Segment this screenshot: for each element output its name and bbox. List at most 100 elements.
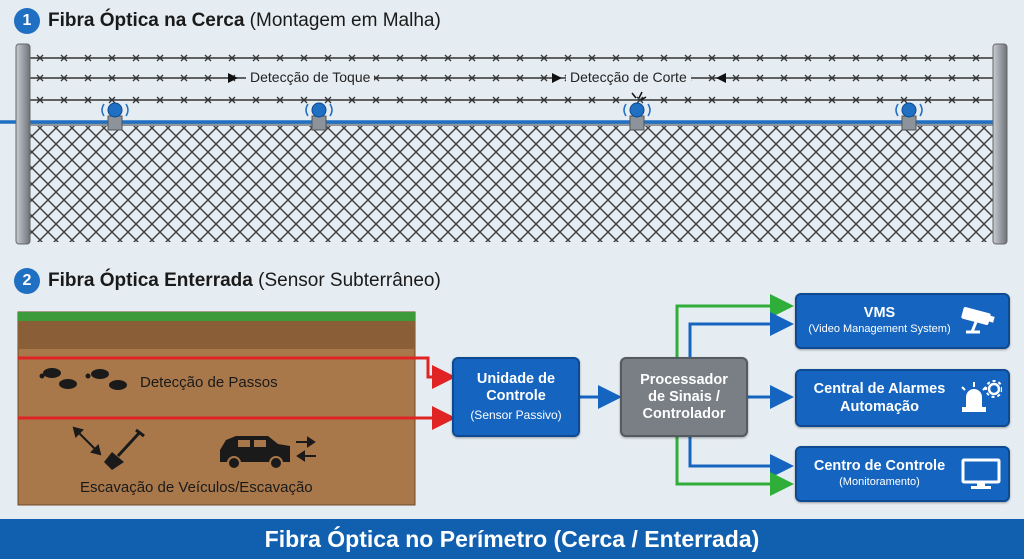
barb — [756, 96, 764, 104]
barb — [804, 96, 812, 104]
barb — [540, 74, 548, 82]
barb — [804, 74, 812, 82]
barb — [876, 96, 884, 104]
section2-title-rest: (Sensor Subterrâneo) — [252, 270, 441, 291]
barb — [900, 54, 908, 62]
barb — [564, 54, 572, 62]
alarm-siren-icon — [961, 380, 1002, 412]
barb — [180, 54, 188, 62]
barb — [756, 54, 764, 62]
car-motion-arrows-icon — [296, 436, 316, 462]
barb — [540, 54, 548, 62]
barb — [828, 54, 836, 62]
cut-arrow — [552, 73, 726, 83]
barb — [60, 96, 68, 104]
barb — [780, 54, 788, 62]
buried-diagram — [17, 294, 794, 506]
footprints-icon — [39, 368, 127, 390]
barb — [132, 74, 140, 82]
barb — [252, 54, 260, 62]
barb — [588, 54, 596, 62]
control-unit-title-line1: Unidade de — [476, 371, 556, 387]
barb — [348, 54, 356, 62]
barb — [516, 74, 524, 82]
barb — [60, 54, 68, 62]
control-center-subtitle: (Monitoramento) — [839, 476, 920, 488]
barb — [876, 74, 884, 82]
barb — [204, 74, 212, 82]
section1-number: 1 — [14, 8, 40, 34]
processor-line1: Processador — [640, 371, 728, 388]
barb — [36, 74, 44, 82]
barb — [972, 54, 980, 62]
barb — [444, 96, 452, 104]
barb — [636, 54, 644, 62]
touch-detection-label: Detecção de Toque — [246, 69, 375, 85]
barb — [900, 96, 908, 104]
section1-title-rest: (Montagem em Malha) — [244, 10, 441, 31]
barb — [540, 96, 548, 104]
barb — [948, 96, 956, 104]
monitor-icon — [961, 458, 1001, 489]
barb — [396, 74, 404, 82]
barbed-wires — [24, 57, 1000, 101]
barb — [780, 96, 788, 104]
barb — [852, 54, 860, 62]
barb — [420, 74, 428, 82]
cut-spark-icon — [631, 91, 647, 101]
cut-detection-label: Detecção de Corte — [566, 69, 691, 85]
barb — [732, 74, 740, 82]
section1-title: 1 Fibra Óptica na Cerca (Montagem em Mal… — [14, 8, 441, 34]
fence-post-right — [992, 43, 1008, 245]
barb — [300, 96, 308, 104]
barb — [204, 96, 212, 104]
barb — [204, 54, 212, 62]
barb — [252, 96, 260, 104]
barb — [828, 96, 836, 104]
barb — [852, 96, 860, 104]
barb — [828, 74, 836, 82]
alarm-box: Central de Alarmes Automação — [795, 369, 1010, 427]
barb — [492, 74, 500, 82]
vms-subtitle: (Video Management System) — [808, 323, 951, 335]
arrow-blue-vms — [688, 312, 794, 358]
barb — [348, 96, 356, 104]
barb — [516, 54, 524, 62]
barb — [84, 54, 92, 62]
processor-line2: de Sinais / — [648, 388, 720, 405]
alarm-title-line1: Central de Alarmes — [813, 381, 946, 397]
barb — [588, 96, 596, 104]
barb — [60, 74, 68, 82]
fence-sensor — [101, 102, 129, 131]
footer-banner: Fibra Óptica no Perímetro (Cerca / Enter… — [0, 519, 1024, 559]
barb — [36, 54, 44, 62]
barb — [396, 96, 404, 104]
fence-post-left — [15, 43, 31, 245]
barb — [756, 74, 764, 82]
barb — [156, 96, 164, 104]
grass-strip — [18, 312, 415, 321]
arrow-blue-control — [688, 434, 794, 478]
control-center-title: Centro de Controle — [813, 458, 946, 474]
barb — [156, 74, 164, 82]
signal-processor-box: Processador de Sinais / Controlador — [620, 357, 748, 437]
control-unit-subtitle: (Sensor Passivo) — [470, 408, 562, 422]
barb — [876, 54, 884, 62]
barb — [324, 54, 332, 62]
vms-box: VMS (Video Management System) — [795, 293, 1010, 349]
barb — [924, 74, 932, 82]
barb — [924, 54, 932, 62]
section1-title-bold: Fibra Óptica na Cerca — [48, 10, 245, 31]
barb — [108, 96, 116, 104]
barb — [132, 54, 140, 62]
barb — [684, 96, 692, 104]
barb — [228, 54, 236, 62]
barb — [276, 96, 284, 104]
digging-detection-label: Escavação de Veículos/Escavação — [80, 479, 313, 496]
barb — [276, 54, 284, 62]
double-arrow-icon — [72, 426, 102, 456]
fence-sensor — [623, 102, 651, 131]
shovel-icon — [104, 428, 145, 470]
barb — [444, 74, 452, 82]
barb — [108, 74, 116, 82]
